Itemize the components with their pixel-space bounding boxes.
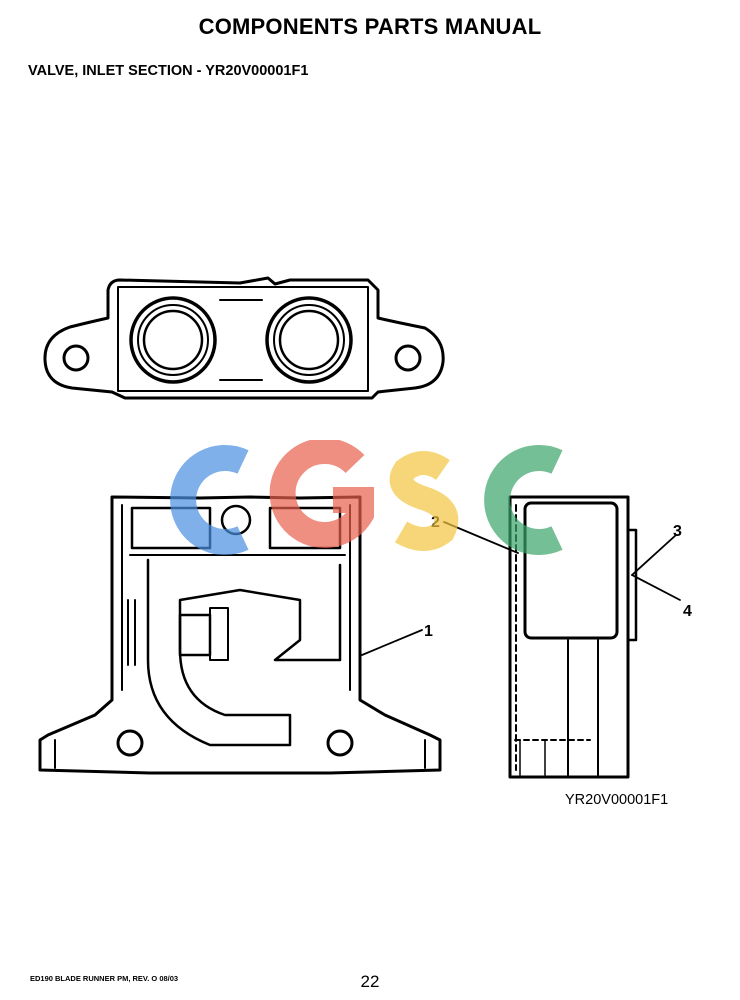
cgsc-watermark-logo <box>170 440 563 555</box>
top-view-drawing <box>43 276 445 400</box>
document-title: COMPONENTS PARTS MANUAL <box>198 14 542 39</box>
figure-id-label: YR20V00001F1 <box>565 792 669 808</box>
side-view-drawing <box>443 495 681 779</box>
callout-1: 1 <box>424 623 433 640</box>
page-number: 22 <box>360 972 380 991</box>
footer-revision-text: ED190 BLADE RUNNER PM, REV. O 08/03 <box>30 974 179 983</box>
callout-3: 3 <box>673 523 682 540</box>
callout-4: 4 <box>683 603 692 620</box>
section-title: VALVE, INLET SECTION - YR20V00001F1 <box>28 63 309 79</box>
